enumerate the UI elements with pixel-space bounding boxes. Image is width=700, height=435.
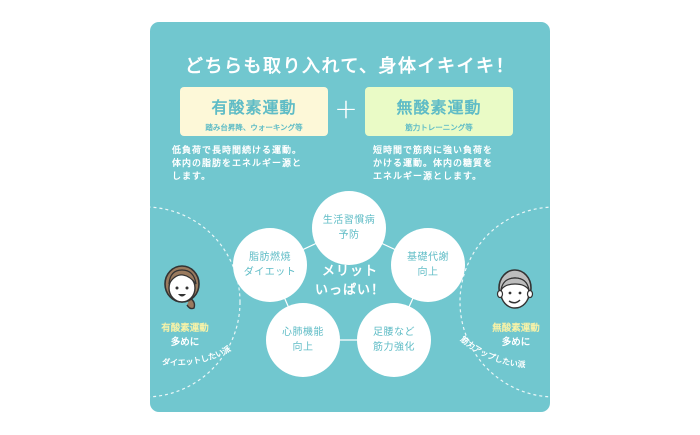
aerobic-subtitle: 踏み台昇降、ウォーキング等 [205,123,303,132]
desc-line: エネルギー源とします。 [373,172,483,182]
infographic-panel: どちらも取り入れて、身体イキイキ！ 有酸素運動 踏み台昇降、ウォーキング等 + … [150,22,550,412]
aerobic-exercise-box: 有酸素運動 踏み台昇降、ウォーキング等 [180,87,328,136]
desc-line: 短時間で筋肉に強い負荷を [373,146,494,156]
merit-label: 向上 [417,267,439,278]
anaerobic-exercise-box: 無酸素運動 筋力トレーニング等 [365,87,513,136]
group-highlight: 無酸素運動 [492,323,540,334]
group-highlight: 有酸素運動 [161,323,209,334]
anaerobic-subtitle: 筋力トレーニング等 [405,123,473,132]
merit-cardio: 心肺機能 向上 [266,303,340,377]
older-man-face-icon [496,269,534,309]
center-merit-label: メリット いっぱい！ [310,262,390,300]
group-rest: 多めに [501,337,531,348]
center-line: メリット [321,264,378,279]
group-rest: 多めに [170,337,200,348]
headline: どちらも取り入れて、身体イキイキ！ [184,56,516,77]
merit-label: 心肺機能 [282,327,324,338]
desc-line: 体内の脂肪をエネルギー源と [172,159,303,169]
merit-label: ダイエット [243,267,297,278]
anaerobic-description: 短時間で筋肉に強い負荷を かける運動。体内の糖質を エネルギー源とします。 [373,145,523,184]
merit-label: 向上 [292,342,314,353]
merit-label: 脂肪燃焼 [249,252,291,263]
merit-lifestyle-disease: 生活習慣病 予防 [312,191,386,265]
center-line: いっぱい！ [314,283,385,298]
merit-label: 足腰など [373,327,415,338]
left-group-label: 有酸素運動 多めに [150,322,225,350]
desc-line: かける運動。体内の糖質を [373,159,494,169]
left-group-dashed-circle [150,206,241,398]
merit-label: 予防 [338,230,360,241]
desc-line: 低負荷で長時間続ける運動。 [172,146,303,156]
desc-line: します。 [172,172,212,182]
anaerobic-title: 無酸素運動 [396,98,482,117]
right-group-label: 無酸素運動 多めに [476,322,550,350]
plus-icon: + [334,92,358,125]
merit-label: 基礎代謝 [407,252,449,263]
merit-fat-burning: 脂肪燃焼 ダイエット [233,228,307,302]
aerobic-title: 有酸素運動 [211,98,297,117]
merit-label: 生活習慣病 [322,215,376,226]
merit-metabolism: 基礎代謝 向上 [391,228,465,302]
merit-muscle-strength: 足腰など 筋力強化 [357,303,431,377]
merit-label: 筋力強化 [373,342,415,353]
aerobic-description: 低負荷で長時間続ける運動。 体内の脂肪をエネルギー源と します。 [172,145,322,184]
woman-face-icon [164,265,200,310]
